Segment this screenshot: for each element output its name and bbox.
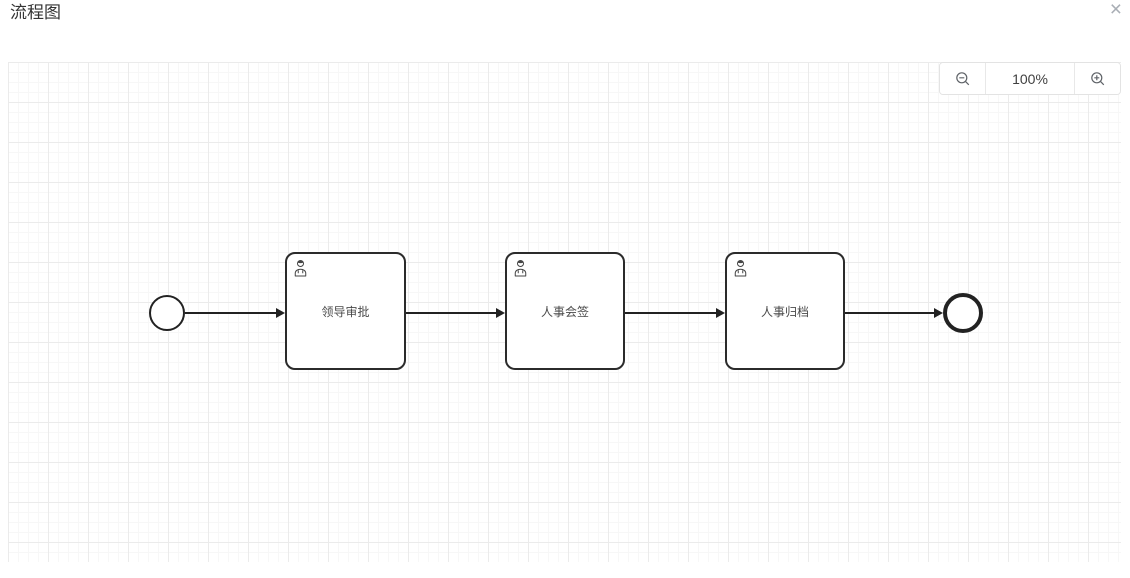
zoom-in-button[interactable] xyxy=(1075,63,1120,94)
diagram-canvas[interactable]: 100% xyxy=(8,62,1121,562)
zoom-out-button[interactable] xyxy=(940,63,985,94)
task-node-hr-archive[interactable]: 人事归档 xyxy=(725,252,845,370)
start-event[interactable] xyxy=(149,295,185,331)
header-bar: 流程图 × xyxy=(0,0,1130,62)
magnifier-minus-icon xyxy=(955,71,969,85)
user-icon xyxy=(734,260,747,277)
sequence-flow-2 xyxy=(406,308,505,318)
magnifier-plus-icon xyxy=(1090,71,1104,85)
task-node-hr-countersign[interactable]: 人事会签 xyxy=(505,252,625,370)
edge-line xyxy=(185,312,277,314)
sequence-flow-1 xyxy=(185,308,285,318)
sequence-flow-3 xyxy=(625,308,725,318)
task-node-leader-approval[interactable]: 领导审批 xyxy=(285,252,406,370)
sequence-flow-4 xyxy=(845,308,943,318)
zoom-toolbar: 100% xyxy=(939,62,1121,95)
close-icon[interactable]: × xyxy=(1109,0,1122,21)
zoom-level: 100% xyxy=(985,63,1075,94)
user-icon xyxy=(294,260,307,277)
page-title: 流程图 xyxy=(10,3,61,22)
user-icon xyxy=(514,260,527,277)
task-label: 人事会签 xyxy=(540,304,589,319)
arrowhead-icon xyxy=(496,308,505,318)
edge-line xyxy=(625,312,717,314)
arrowhead-icon xyxy=(716,308,725,318)
end-event[interactable] xyxy=(943,293,983,333)
edge-line xyxy=(406,312,497,314)
edge-line xyxy=(845,312,935,314)
task-label: 领导审批 xyxy=(321,304,370,319)
arrowhead-icon xyxy=(934,308,943,318)
arrowhead-icon xyxy=(276,308,285,318)
task-label: 人事归档 xyxy=(760,304,809,319)
